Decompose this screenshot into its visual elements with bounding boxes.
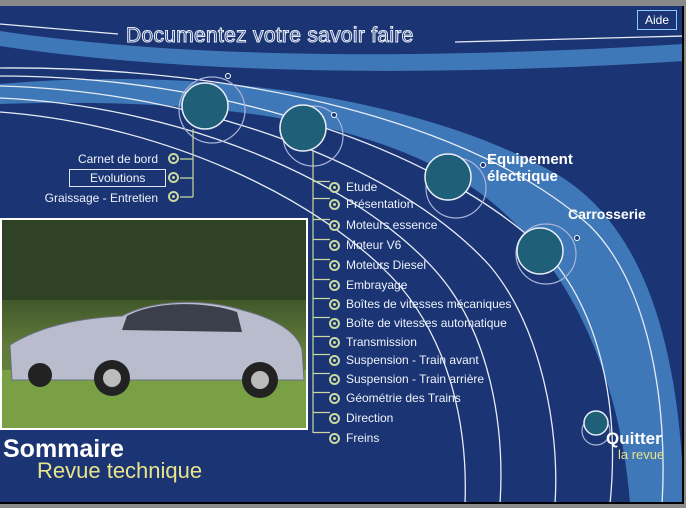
bullet-icon[interactable]: [329, 433, 340, 444]
help-button[interactable]: Aide: [637, 10, 677, 30]
menu-item-mechanics[interactable]: Moteurs essence: [346, 218, 438, 232]
page-title: Documentez votre savoir faire: [126, 24, 414, 48]
orbit-line: [0, 85, 557, 502]
main-screen: Documentez votre savoir faire Aide Carne…: [0, 6, 684, 504]
node-electrical[interactable]: [424, 153, 472, 201]
menu-item-mechanics[interactable]: Transmission: [346, 335, 417, 349]
menu-item-mechanics[interactable]: Moteur V6: [346, 238, 402, 252]
node-general[interactable]: [181, 82, 229, 130]
menu-item-mechanics[interactable]: Suspension - Train arrière: [346, 372, 485, 386]
menu-item-mechanics[interactable]: Embrayage: [346, 278, 408, 292]
menu-item-mechanics[interactable]: Géométrie des Trains: [346, 391, 461, 405]
bullet-icon[interactable]: [329, 374, 340, 385]
quit-subtitle[interactable]: la revue: [618, 447, 665, 462]
bullet-icon[interactable]: [168, 191, 179, 202]
decorative-orbits: [0, 23, 682, 502]
bullet-icon[interactable]: [329, 220, 340, 231]
bullet-icon[interactable]: [329, 355, 340, 366]
bullet-icon[interactable]: [329, 280, 340, 291]
menu-item-mechanics[interactable]: Moteurs Diesel: [346, 258, 427, 272]
footer-title: Sommaire: [3, 435, 124, 463]
menu-item-mechanics[interactable]: Direction: [346, 411, 394, 425]
orbit-line: [0, 75, 614, 502]
orbit-line: [0, 97, 502, 502]
node-body[interactable]: [516, 227, 564, 275]
menu-item-carnet-de-bord[interactable]: Carnet de bord: [77, 152, 158, 166]
footer-subtitle: Revue technique: [37, 458, 203, 483]
title-line-right: [454, 35, 682, 43]
menu-item-mechanics[interactable]: Suspension - Train avant: [346, 353, 479, 367]
orbit-band: [0, 78, 682, 502]
node-quit[interactable]: [583, 410, 609, 436]
bullet-icon[interactable]: [168, 172, 179, 183]
bullet-icon[interactable]: [329, 199, 340, 210]
menu-item-mechanics[interactable]: Freins: [346, 431, 380, 445]
orbit-line: [0, 111, 466, 502]
category-body[interactable]: Carrosserie: [568, 206, 646, 222]
bullet-icon[interactable]: [329, 260, 340, 271]
bullet-icon[interactable]: [168, 153, 179, 164]
category-label: électrique: [487, 168, 558, 185]
car-photo: [0, 218, 308, 430]
quit-button[interactable]: Quitter: [606, 429, 662, 448]
menu-item-mechanics[interactable]: Etude: [346, 180, 378, 194]
selected-item-frame: [69, 169, 166, 187]
menu-item-mechanics[interactable]: Présentation: [346, 197, 414, 211]
bullet-icon[interactable]: [329, 413, 340, 424]
bullet-icon[interactable]: [329, 240, 340, 251]
bullet-icon[interactable]: [329, 299, 340, 310]
title-line-left: [0, 23, 119, 35]
bullet-icon[interactable]: [329, 182, 340, 193]
menu-item-evolutions[interactable]: Evolutions: [90, 171, 146, 185]
bullet-icon[interactable]: [329, 318, 340, 329]
category-label: Equipement: [487, 151, 573, 168]
bullet-icon[interactable]: [329, 393, 340, 404]
bullet-icon[interactable]: [329, 337, 340, 348]
node-mechanics[interactable]: [279, 104, 327, 152]
menu-item-graissage-entretien[interactable]: Graissage - Entretien: [44, 191, 158, 205]
header-band: [0, 31, 682, 71]
orbit-line: [0, 67, 664, 502]
menu-item-mechanics[interactable]: Boîtes de vitesses mécaniques: [346, 297, 512, 311]
car-image: [2, 220, 306, 428]
menu-item-mechanics[interactable]: Boîte de vitesses automatique: [346, 316, 507, 330]
